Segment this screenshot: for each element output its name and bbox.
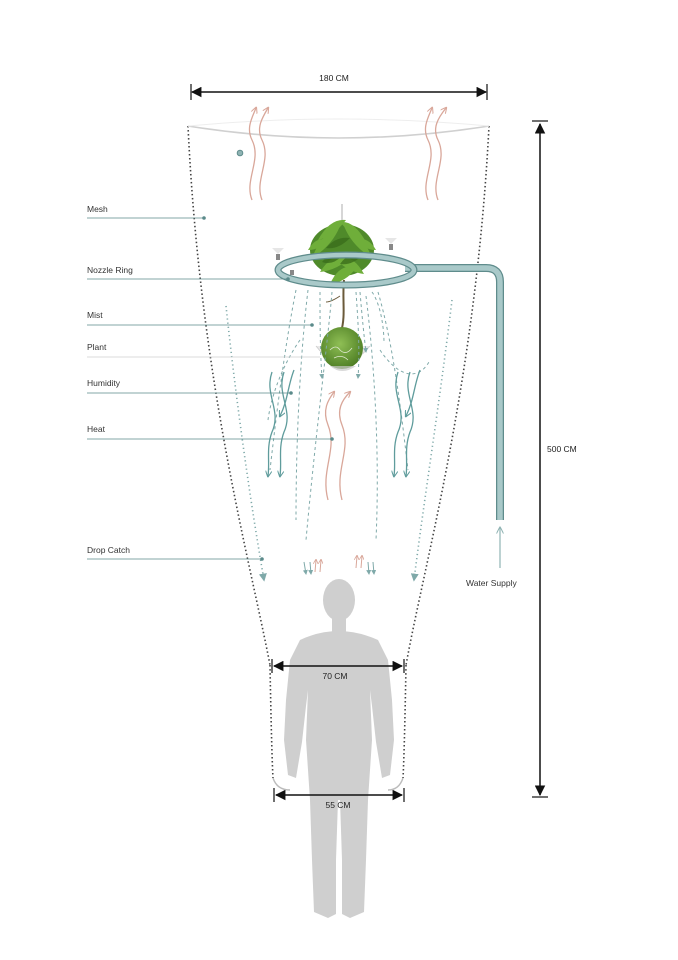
- human-silhouette-icon: [284, 579, 394, 918]
- mist-label: Mist: [87, 310, 103, 320]
- plant-label: Plant: [87, 342, 107, 352]
- bottom-width-dimension: 55 CM: [273, 788, 405, 810]
- label-humidity: Humidity: [87, 378, 293, 395]
- sensor-dot: [236, 149, 244, 157]
- height-dimension: 500 CM: [532, 120, 577, 798]
- top-width-dimension: 180 CM: [190, 73, 488, 100]
- mist-columns: [225, 299, 453, 582]
- label-drop-catch: Drop Catch: [87, 545, 264, 561]
- height-label: 500 CM: [547, 444, 577, 454]
- water-supply-label: Water Supply: [466, 578, 517, 588]
- humidity-label: Humidity: [87, 378, 121, 388]
- label-heat: Heat: [87, 424, 334, 441]
- water-supply-pipe: Water Supply: [405, 264, 517, 588]
- drop-catch-label: Drop Catch: [87, 545, 130, 555]
- plant-icon: [308, 204, 376, 371]
- nozzle-ring: [272, 238, 418, 289]
- label-mist: Mist: [87, 310, 314, 327]
- mid-width-dimension: 70 CM: [271, 659, 405, 681]
- top-width-label: 180 CM: [319, 73, 349, 83]
- label-mesh: Mesh: [87, 204, 206, 220]
- label-plant: Plant: [87, 342, 320, 358]
- nozzle-icon: [272, 238, 397, 275]
- nozzle-ring-label: Nozzle Ring: [87, 265, 133, 275]
- bottom-width-label: 55 CM: [325, 800, 350, 810]
- heat-label: Heat: [87, 424, 106, 434]
- mist-spray: [267, 289, 431, 541]
- mesh-outline: [187, 118, 490, 791]
- label-nozzle-ring: Nozzle Ring: [87, 265, 290, 281]
- heat-arrows: [324, 392, 350, 501]
- mesh-label: Mesh: [87, 204, 108, 214]
- mid-width-label: 70 CM: [322, 671, 347, 681]
- drop-catch-arrows: [302, 556, 377, 575]
- top-heat-arrows: [248, 108, 446, 201]
- humidity-arrows: [268, 369, 421, 476]
